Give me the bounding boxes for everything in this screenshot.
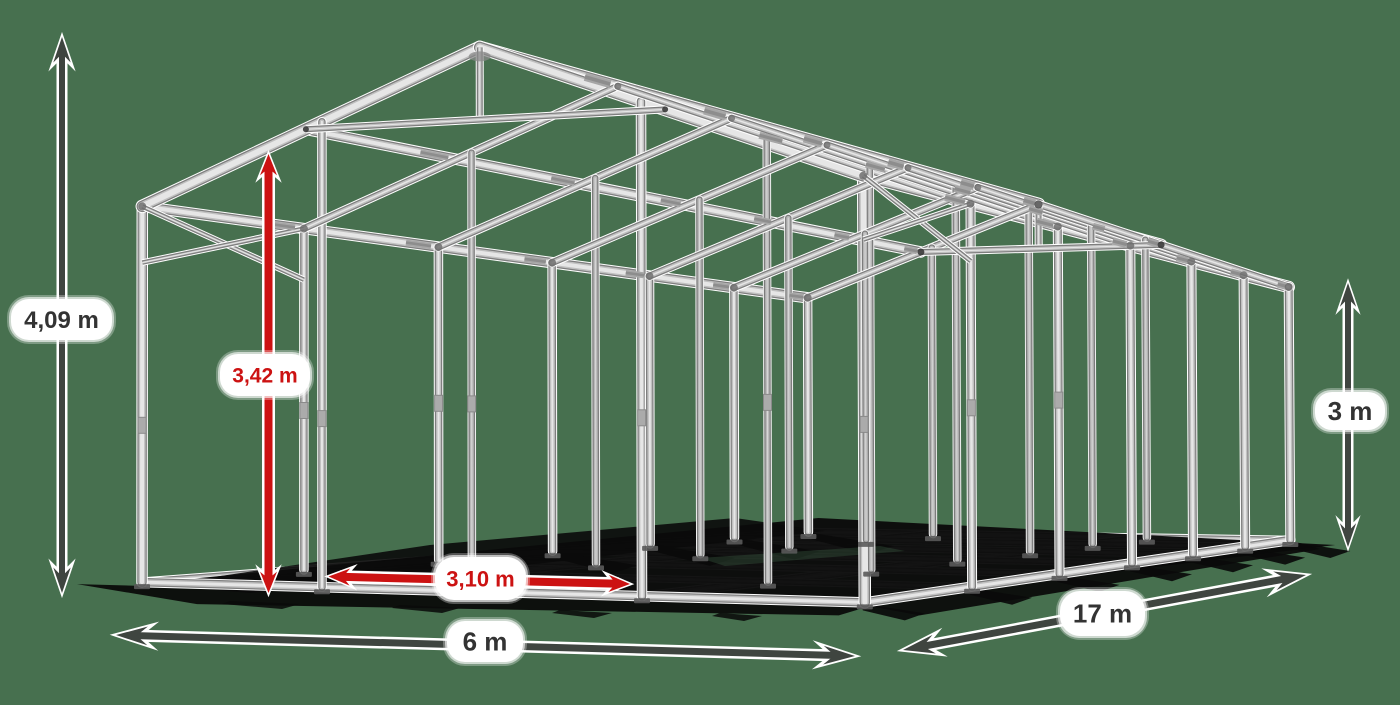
- svg-text:3,10 m: 3,10 m: [446, 566, 515, 591]
- svg-text:3 m: 3 m: [1328, 396, 1373, 426]
- svg-text:4,09 m: 4,09 m: [24, 307, 99, 334]
- svg-text:17 m: 17 m: [1073, 599, 1132, 629]
- svg-text:6 m: 6 m: [463, 627, 508, 657]
- svg-text:3,42 m: 3,42 m: [232, 365, 297, 388]
